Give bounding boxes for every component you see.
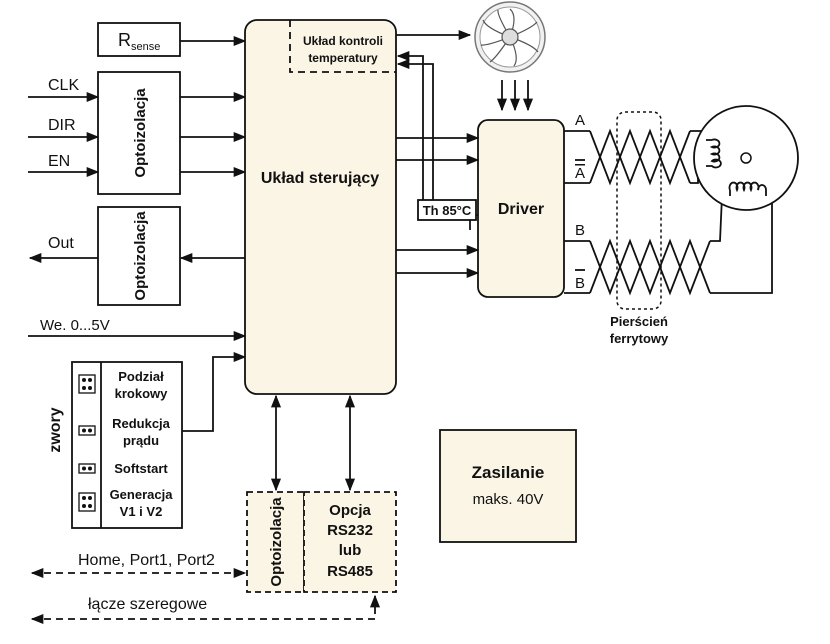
opto-out-block <box>97 206 181 306</box>
jumper-softstart-label: Softstart <box>114 461 168 476</box>
opto-in-label: Optoizolacja <box>132 88 149 178</box>
serial-arrow <box>30 594 381 625</box>
control-block <box>244 19 397 395</box>
power-value: maks. 40V <box>473 491 544 508</box>
ferrite-label-2: ferrytowy <box>610 331 669 346</box>
jumpers-arrow <box>182 351 247 432</box>
serial-label: łącze szeregowe <box>88 596 207 613</box>
thermal-sensor-label: Th 85°C <box>423 203 472 218</box>
jumper-current-label-2: prądu <box>123 433 159 448</box>
opto-bottom-label: Optoizolacja <box>268 497 285 587</box>
jumper-icon <box>78 492 96 512</box>
ferrite-ring-icon <box>616 111 662 310</box>
jumper-step-label-2: krokowy <box>115 386 169 401</box>
out-label: Out <box>48 235 74 252</box>
fan-icon <box>474 1 546 73</box>
stepper-motor-icon <box>693 105 799 211</box>
jumper-gen-label-1: Generacja <box>110 487 174 502</box>
option-label-4: RS485 <box>327 563 373 580</box>
control-label: Układ sterujący <box>261 170 379 187</box>
jumpers-label: zwory <box>47 407 64 452</box>
rsense-block <box>97 22 181 57</box>
driver-block <box>477 119 565 298</box>
jumper-icon <box>78 425 96 436</box>
phase-b-bar-label: B <box>575 275 585 292</box>
jumper-icon <box>78 374 96 394</box>
rsense-label: Rsense <box>118 30 160 53</box>
option-label-3: lub <box>339 542 362 559</box>
power-block <box>439 429 577 543</box>
jumper-step-label-1: Podział <box>118 369 164 384</box>
option-block <box>303 491 397 593</box>
option-label-1: Opcja <box>329 502 371 519</box>
phase-b-twisted-pair <box>589 238 711 296</box>
jumper-current-label-1: Redukcja <box>112 416 171 431</box>
thermal-feedback-arrow <box>396 50 424 200</box>
power-title: Zasilanie <box>472 463 545 482</box>
phase-a-bar-label: A <box>575 165 585 182</box>
ferrite-label-1: Pierścień <box>610 314 668 329</box>
jumper-icon <box>78 463 96 474</box>
opto-out-label: Optoizolacja <box>132 211 149 301</box>
en-label: EN <box>48 153 70 170</box>
temp-control-boundary <box>289 20 396 73</box>
phase-b-label: B <box>575 222 585 239</box>
home-ports-label: Home, Port1, Port2 <box>78 552 215 569</box>
option-label-2: RS232 <box>327 522 373 539</box>
jumper-gen-label-2: V1 i V2 <box>120 504 163 519</box>
opto-in-block <box>97 71 181 195</box>
dir-label: DIR <box>48 117 76 134</box>
temp-control-label-1: Układ kontroli <box>303 34 383 48</box>
opto-bottom-block <box>246 491 305 593</box>
temp-control-label-2: temperatury <box>308 51 378 65</box>
thermal-sensor-block <box>417 199 477 221</box>
analog-in-label: We. 0...5V <box>40 317 110 334</box>
driver-label: Driver <box>498 201 544 218</box>
clk-label: CLK <box>48 77 79 94</box>
phase-a-label: A <box>575 112 585 129</box>
